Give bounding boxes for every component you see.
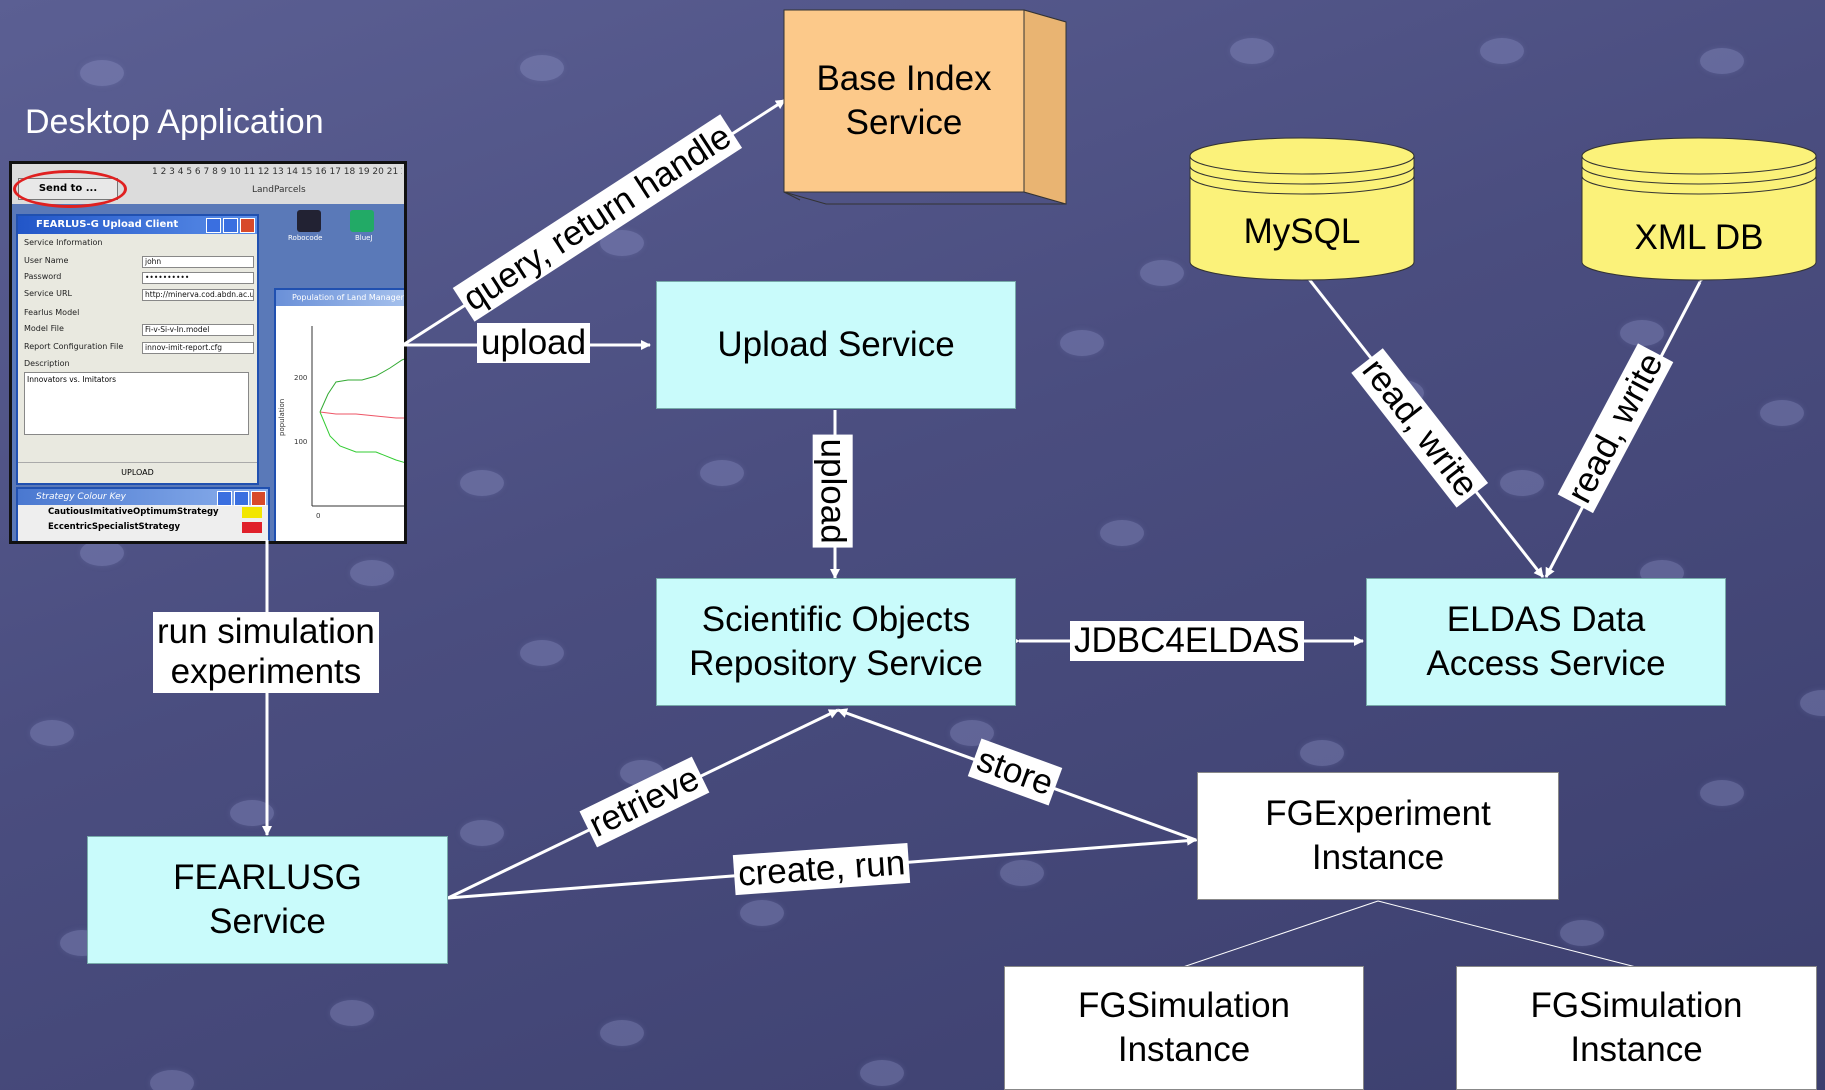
background-dot bbox=[150, 1070, 194, 1090]
background-dot bbox=[700, 460, 744, 486]
background-dot bbox=[520, 640, 564, 666]
key-maximize-icon[interactable] bbox=[234, 491, 249, 506]
bluej-icon[interactable] bbox=[350, 210, 374, 232]
population-plot: 200 100 0 population bbox=[278, 326, 404, 520]
upload-client-title: FEARLUS-G Upload Client bbox=[18, 216, 257, 234]
description-label: Description bbox=[24, 359, 70, 368]
desktop-application-title: Desktop Application bbox=[25, 103, 324, 141]
password-field[interactable]: •••••••••• bbox=[142, 272, 254, 284]
fearlusg-service: FEARLUSG Service bbox=[87, 836, 448, 964]
background-dot bbox=[1230, 38, 1274, 64]
bluej-label: BlueJ bbox=[355, 234, 373, 242]
background-dot bbox=[1700, 48, 1744, 74]
background-dot bbox=[460, 470, 504, 496]
population-plot-window: Population of Land Managers 200 100 0 po… bbox=[274, 288, 404, 541]
key-minimize-icon[interactable] bbox=[217, 491, 232, 506]
strategy-colour-key-window: Strategy Colour Key CautiousImitativeOpt… bbox=[16, 487, 270, 541]
model-file-field[interactable]: Fi-v-Si-v-In.model bbox=[142, 324, 254, 336]
maximize-icon[interactable] bbox=[223, 218, 238, 233]
scientific-objects-repository-service: Scientific Objects Repository Service bbox=[656, 578, 1016, 706]
user-name-field[interactable]: john bbox=[142, 256, 254, 268]
background-dot bbox=[1060, 330, 1104, 356]
land-parcels-label: LandParcels bbox=[252, 185, 306, 195]
eldas-data-access-service: ELDAS Data Access Service bbox=[1366, 578, 1726, 706]
xmldb-cylinder bbox=[1581, 137, 1817, 281]
tick-0: 0 bbox=[316, 512, 320, 520]
desktop-screenshot: Send to ... 1 2 3 4 5 6 7 8 9 10 11 12 1… bbox=[9, 161, 407, 544]
strategy-key-title: Strategy Colour Key bbox=[18, 489, 268, 506]
key-close-icon[interactable] bbox=[251, 491, 266, 506]
tick-100: 100 bbox=[294, 438, 307, 446]
background-dot bbox=[1300, 740, 1344, 766]
background-dot bbox=[330, 1000, 374, 1026]
strategy-key-item: EccentricSpecialistStrategy bbox=[18, 520, 268, 535]
background-dot bbox=[1140, 260, 1184, 286]
base-index-service: Base Index Service bbox=[816, 59, 992, 142]
upload-label-2: upload bbox=[812, 434, 853, 548]
service-information-section: Service Information bbox=[24, 238, 103, 247]
close-icon[interactable] bbox=[240, 218, 255, 233]
model-file-label: Model File bbox=[24, 324, 64, 333]
upload-label-1: upload bbox=[477, 323, 591, 364]
robocode-label: Robocode bbox=[288, 234, 323, 242]
background-dot bbox=[520, 55, 564, 81]
background-dot bbox=[80, 540, 124, 566]
background-dot bbox=[1480, 38, 1524, 64]
base-index-box bbox=[783, 9, 1067, 205]
password-label: Password bbox=[24, 272, 62, 281]
highlight-circle bbox=[13, 170, 127, 208]
tree-line-left bbox=[1182, 900, 1379, 968]
upload-client-window: FEARLUS-G Upload Client Service Informat… bbox=[16, 214, 259, 485]
fgsimulation-instance-2: FGSimulation Instance bbox=[1456, 966, 1817, 1090]
background-dot bbox=[600, 1020, 644, 1046]
background-dot bbox=[1700, 780, 1744, 806]
report-config-field[interactable]: innov-imit-report.cfg bbox=[142, 342, 254, 354]
upload-service: Upload Service bbox=[656, 281, 1016, 409]
user-name-label: User Name bbox=[24, 256, 69, 265]
run-simulation-experiments-label: run simulation experiments bbox=[153, 612, 379, 693]
xml-db-database: XML DB bbox=[1634, 218, 1764, 258]
tree-line-right bbox=[1377, 900, 1637, 968]
toolbar: Send to ... 1 2 3 4 5 6 7 8 9 10 11 12 1… bbox=[12, 164, 404, 208]
robocode-icon[interactable] bbox=[297, 210, 321, 232]
background-dot bbox=[80, 60, 124, 86]
report-config-label: Report Configuration File bbox=[24, 342, 124, 351]
jdbc4eldas-label: JDBC4ELDAS bbox=[1070, 621, 1304, 662]
background-dot bbox=[860, 1060, 904, 1086]
background-dot bbox=[30, 720, 74, 746]
background-dot bbox=[1100, 520, 1144, 546]
tick-200: 200 bbox=[294, 374, 307, 382]
background-dot bbox=[350, 560, 394, 586]
fgsimulation-instance-1: FGSimulation Instance bbox=[1004, 966, 1364, 1090]
strategy-key-item: CautiousImitativeOptimumStrategy bbox=[18, 505, 268, 520]
parcel-ruler: 1 2 3 4 5 6 7 8 9 10 11 12 13 14 15 16 1… bbox=[152, 167, 402, 177]
service-url-label: Service URL bbox=[24, 289, 72, 298]
mysql-database: MySQL bbox=[1243, 212, 1361, 252]
background-dot bbox=[1560, 920, 1604, 946]
fearlus-model-section: Fearlus Model bbox=[24, 308, 80, 317]
upload-button[interactable]: UPLOAD bbox=[18, 462, 257, 483]
strategy-swatch-yellow bbox=[242, 507, 262, 518]
description-field[interactable]: Innovators vs. Imitators bbox=[24, 372, 249, 435]
plot-ylabel: population bbox=[278, 399, 286, 436]
background-dot bbox=[1760, 400, 1804, 426]
mysql-cylinder bbox=[1189, 137, 1415, 281]
plot-title: Population of Land Managers bbox=[276, 290, 404, 306]
strategy-swatch-red bbox=[242, 522, 262, 533]
minimize-icon[interactable] bbox=[206, 218, 221, 233]
service-url-field[interactable]: http://minerva.cod.abdn.ac.uk bbox=[142, 289, 254, 301]
fgexperiment-instance: FGExperiment Instance bbox=[1197, 772, 1559, 900]
